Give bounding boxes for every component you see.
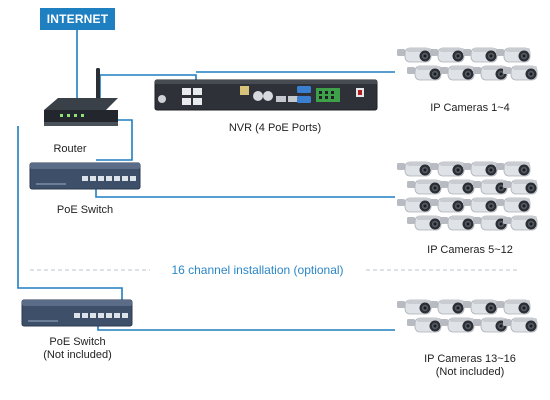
camera-icon — [429, 161, 465, 177]
camera-icon — [472, 65, 508, 81]
camera-icon — [429, 197, 465, 213]
poe-switch-2-note: (Not included) — [43, 349, 112, 361]
switch-2-to-cameras-3-cable — [97, 320, 395, 331]
cameras-group-2 — [396, 161, 538, 231]
camera-icon — [439, 317, 475, 333]
camera-icon — [396, 299, 432, 315]
camera-icon — [495, 161, 531, 177]
camera-icon — [502, 215, 538, 231]
camera-icon — [406, 317, 442, 333]
poe-switch-1-label: PoE Switch — [56, 204, 114, 216]
camera-icon — [406, 215, 442, 231]
router-to-switch-1-cable — [96, 119, 133, 161]
camera-icon — [439, 215, 475, 231]
router-to-switch-2-cable — [17, 126, 123, 300]
camera-icon — [406, 179, 442, 195]
cameras-3-note: (Not included) — [435, 366, 505, 378]
camera-icon — [502, 65, 538, 81]
camera-icon — [396, 47, 432, 63]
camera-icon — [429, 47, 465, 63]
camera-icon — [462, 197, 498, 213]
camera-icon — [502, 317, 538, 333]
cameras-group-1 — [396, 47, 538, 81]
cameras-1-label: IP Cameras 1~4 — [430, 102, 510, 114]
cameras-2-label: IP Cameras 5~12 — [427, 244, 513, 256]
cameras-group-3 — [396, 299, 538, 333]
camera-icon — [472, 317, 508, 333]
camera-icon — [472, 215, 508, 231]
router-label: Router — [53, 143, 87, 155]
optional-section-label: 16 channel installation (optional) — [150, 262, 365, 278]
camera-icon — [462, 47, 498, 63]
camera-icon — [396, 197, 432, 213]
camera-icon — [396, 161, 432, 177]
camera-icon — [439, 65, 475, 81]
camera-icon — [472, 179, 508, 195]
poe-switch-2-icon — [21, 299, 133, 327]
cameras-3-label: IP Cameras 13~16 — [424, 353, 516, 365]
camera-icon — [439, 179, 475, 195]
camera-icon — [462, 299, 498, 315]
camera-icon — [502, 179, 538, 195]
switch-1-to-cameras-2-cable — [95, 180, 395, 198]
router-icon — [44, 68, 118, 126]
camera-icon — [495, 197, 531, 213]
camera-icon — [429, 299, 465, 315]
camera-icon — [406, 65, 442, 81]
camera-icon — [495, 299, 531, 315]
camera-icon — [462, 161, 498, 177]
nvr-label: NVR (4 PoE Ports) — [228, 122, 322, 134]
poe-switch-1-icon — [29, 162, 141, 190]
internet-label: INTERNET — [40, 8, 115, 30]
camera-icon — [495, 47, 531, 63]
poe-switch-2-label: PoE Switch — [49, 336, 106, 348]
nvr-icon — [154, 79, 378, 111]
